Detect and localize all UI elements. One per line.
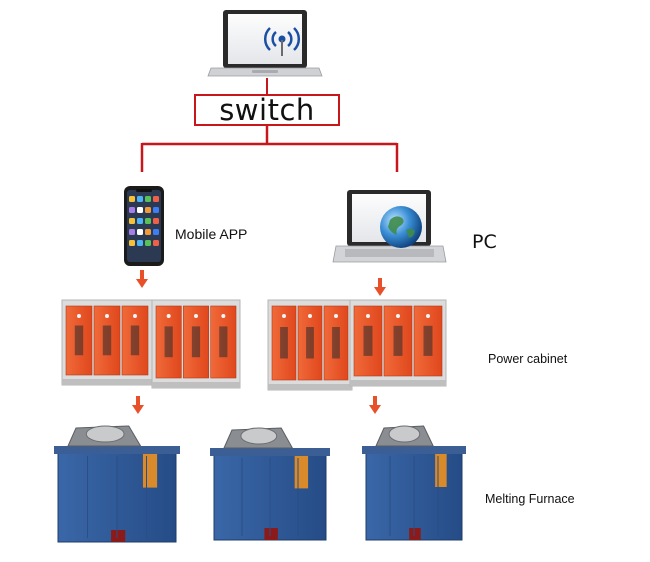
app-tile [145,240,151,246]
top-laptop-icon [207,10,323,77]
app-tile [153,207,159,213]
app-tile [137,196,143,202]
pc-laptop-icon [332,190,447,263]
power-cabinet [349,299,447,387]
switch-box: switch [194,94,340,126]
app-tile [153,218,159,224]
mobile-app-label: Mobile APP [175,226,248,242]
power-cabinet [267,299,353,391]
app-tile [129,218,135,224]
melting-furnace-label: Melting Furnace [485,492,575,506]
globe-icon [380,206,422,248]
app-tile [137,240,143,246]
app-tile [129,240,135,246]
power-cabinet-label: Power cabinet [488,352,568,366]
app-tile [145,207,151,213]
app-tile [145,229,151,235]
melting-furnace [362,425,466,541]
arrow-down [374,278,386,296]
app-tile [137,229,143,235]
arrow-down [136,270,148,288]
switch-branch-lines [140,126,399,172]
app-tile [145,218,151,224]
app-tile [153,240,159,246]
melting-furnace [210,427,330,541]
pc-label: PC [472,231,497,253]
arrow-down [132,396,144,414]
wifi-icon [263,27,301,56]
app-tile [145,196,151,202]
power-cabinet [61,299,153,386]
app-tile [137,218,143,224]
app-tile [153,196,159,202]
app-tile [129,229,135,235]
arrow-down [369,396,381,414]
melting-furnace [54,425,180,543]
app-tile [129,207,135,213]
smartphone-icon [124,186,164,266]
app-tile [137,207,143,213]
power-cabinet [151,299,241,389]
app-tile [153,229,159,235]
app-tile [129,196,135,202]
